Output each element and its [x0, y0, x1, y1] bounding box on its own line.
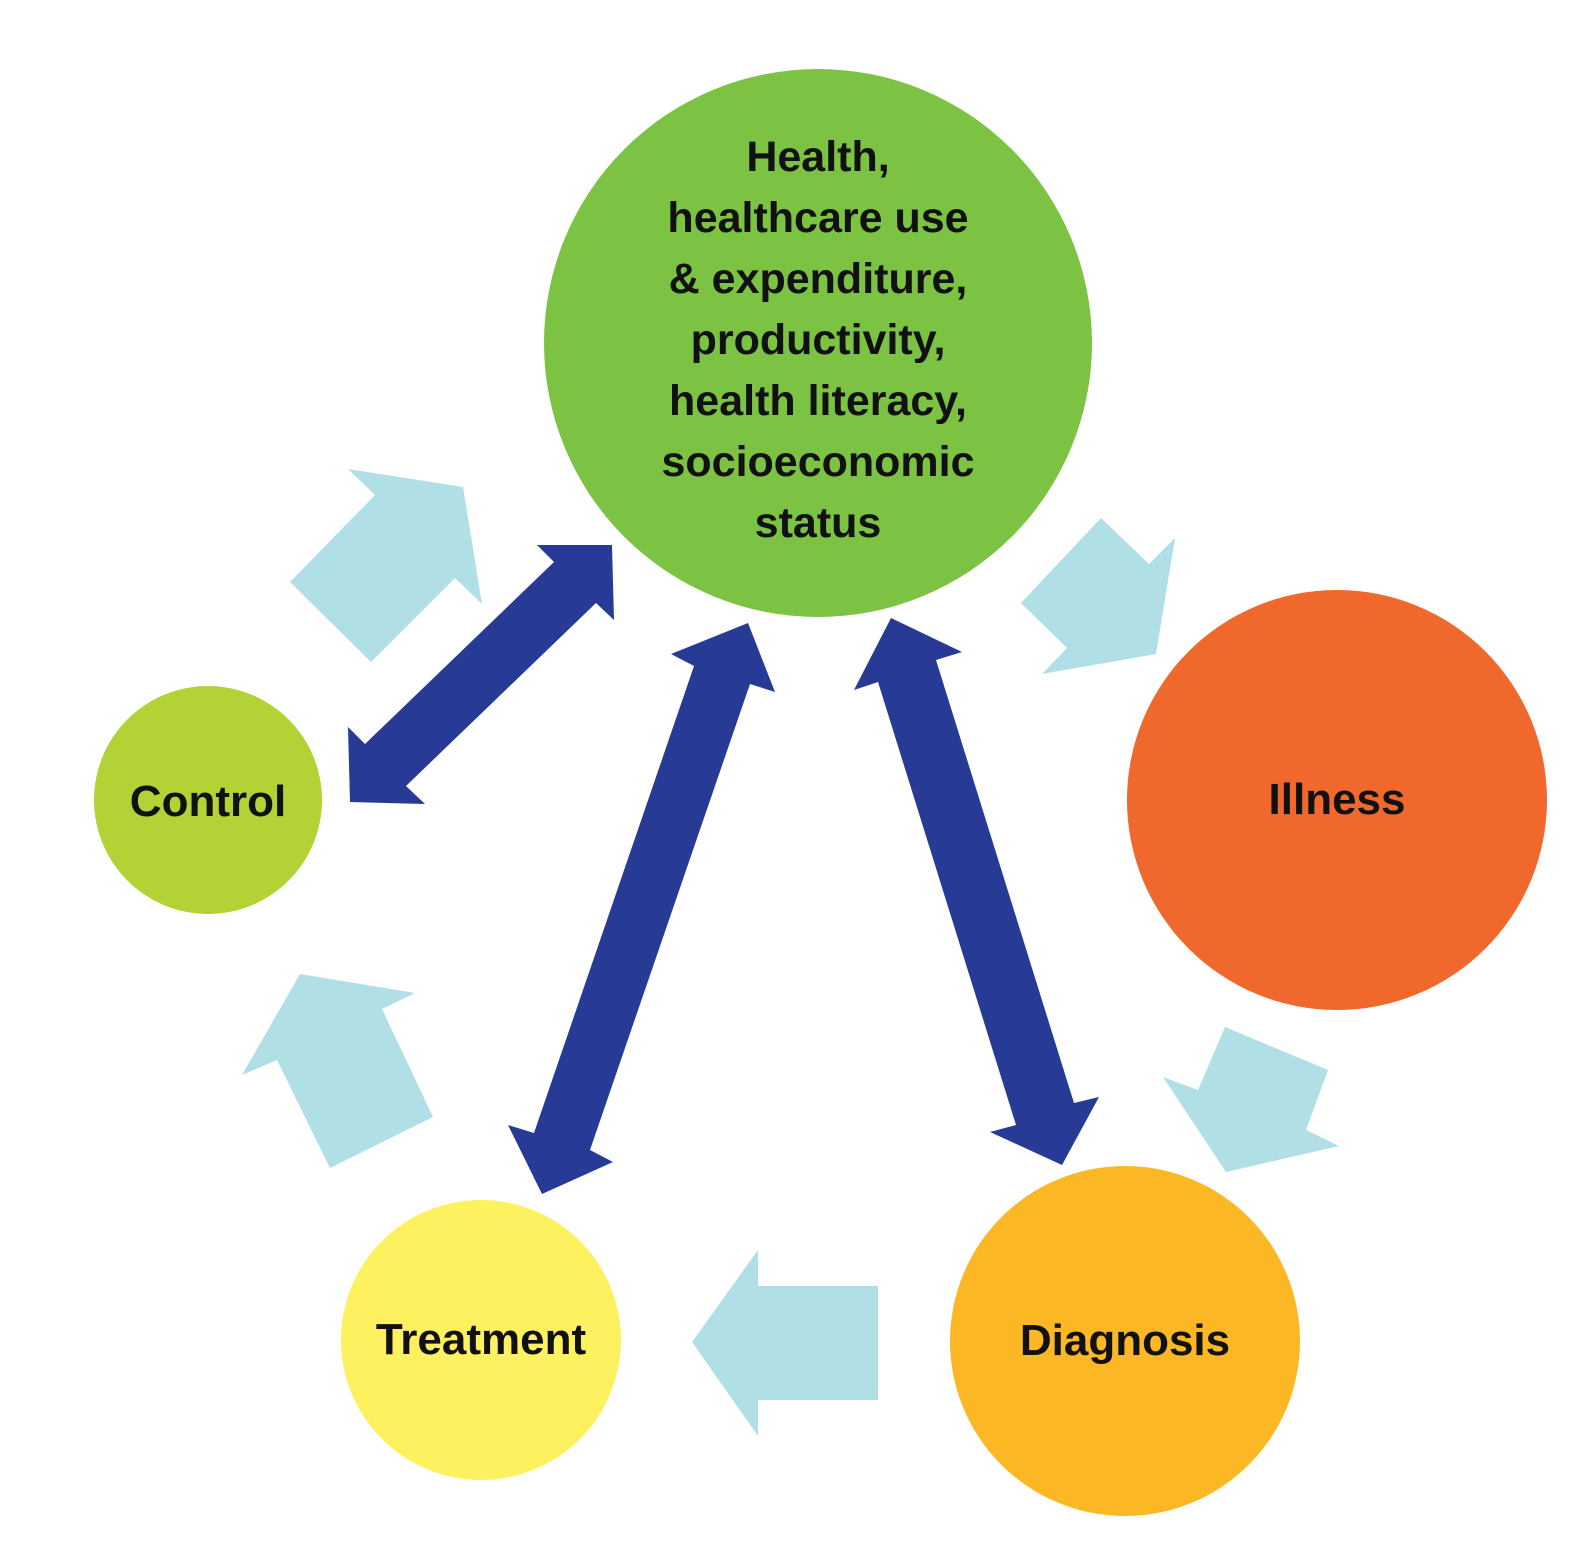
diagnosis-circle — [950, 1166, 1300, 1516]
center-circle — [544, 69, 1092, 617]
diagnosis-label: Diagnosis — [1019, 1316, 1231, 1365]
link-arrow-treatment — [508, 623, 775, 1194]
arrow-to-center — [290, 469, 482, 662]
center-line: & expenditure, — [668, 254, 968, 303]
center-line: socioeconomic — [661, 437, 975, 486]
arrow-to-control — [242, 974, 433, 1168]
control-label: Control — [129, 777, 287, 826]
center-line: status — [754, 498, 882, 547]
treatment-label: Treatment — [375, 1315, 587, 1364]
center-label: Health, healthcare use & expenditure, pr… — [594, 120, 1042, 560]
control-circle — [94, 686, 322, 914]
illness-circle — [1127, 590, 1547, 1010]
illness-label: Illness — [1268, 775, 1406, 824]
arrow-to-diagnosis — [1163, 1027, 1339, 1172]
center-text: Health, healthcare use & expenditure, pr… — [661, 127, 974, 554]
arrow-to-illness — [1021, 518, 1175, 674]
center-line: productivity, — [690, 315, 946, 364]
link-arrow-control — [348, 545, 614, 804]
center-line: Health, — [746, 132, 890, 181]
arrow-to-treatment — [692, 1250, 878, 1436]
treatment-circle — [341, 1200, 621, 1480]
center-line: health literacy, — [669, 376, 967, 425]
link-arrow-diagnosis — [854, 618, 1099, 1165]
center-line: healthcare use — [667, 193, 969, 242]
